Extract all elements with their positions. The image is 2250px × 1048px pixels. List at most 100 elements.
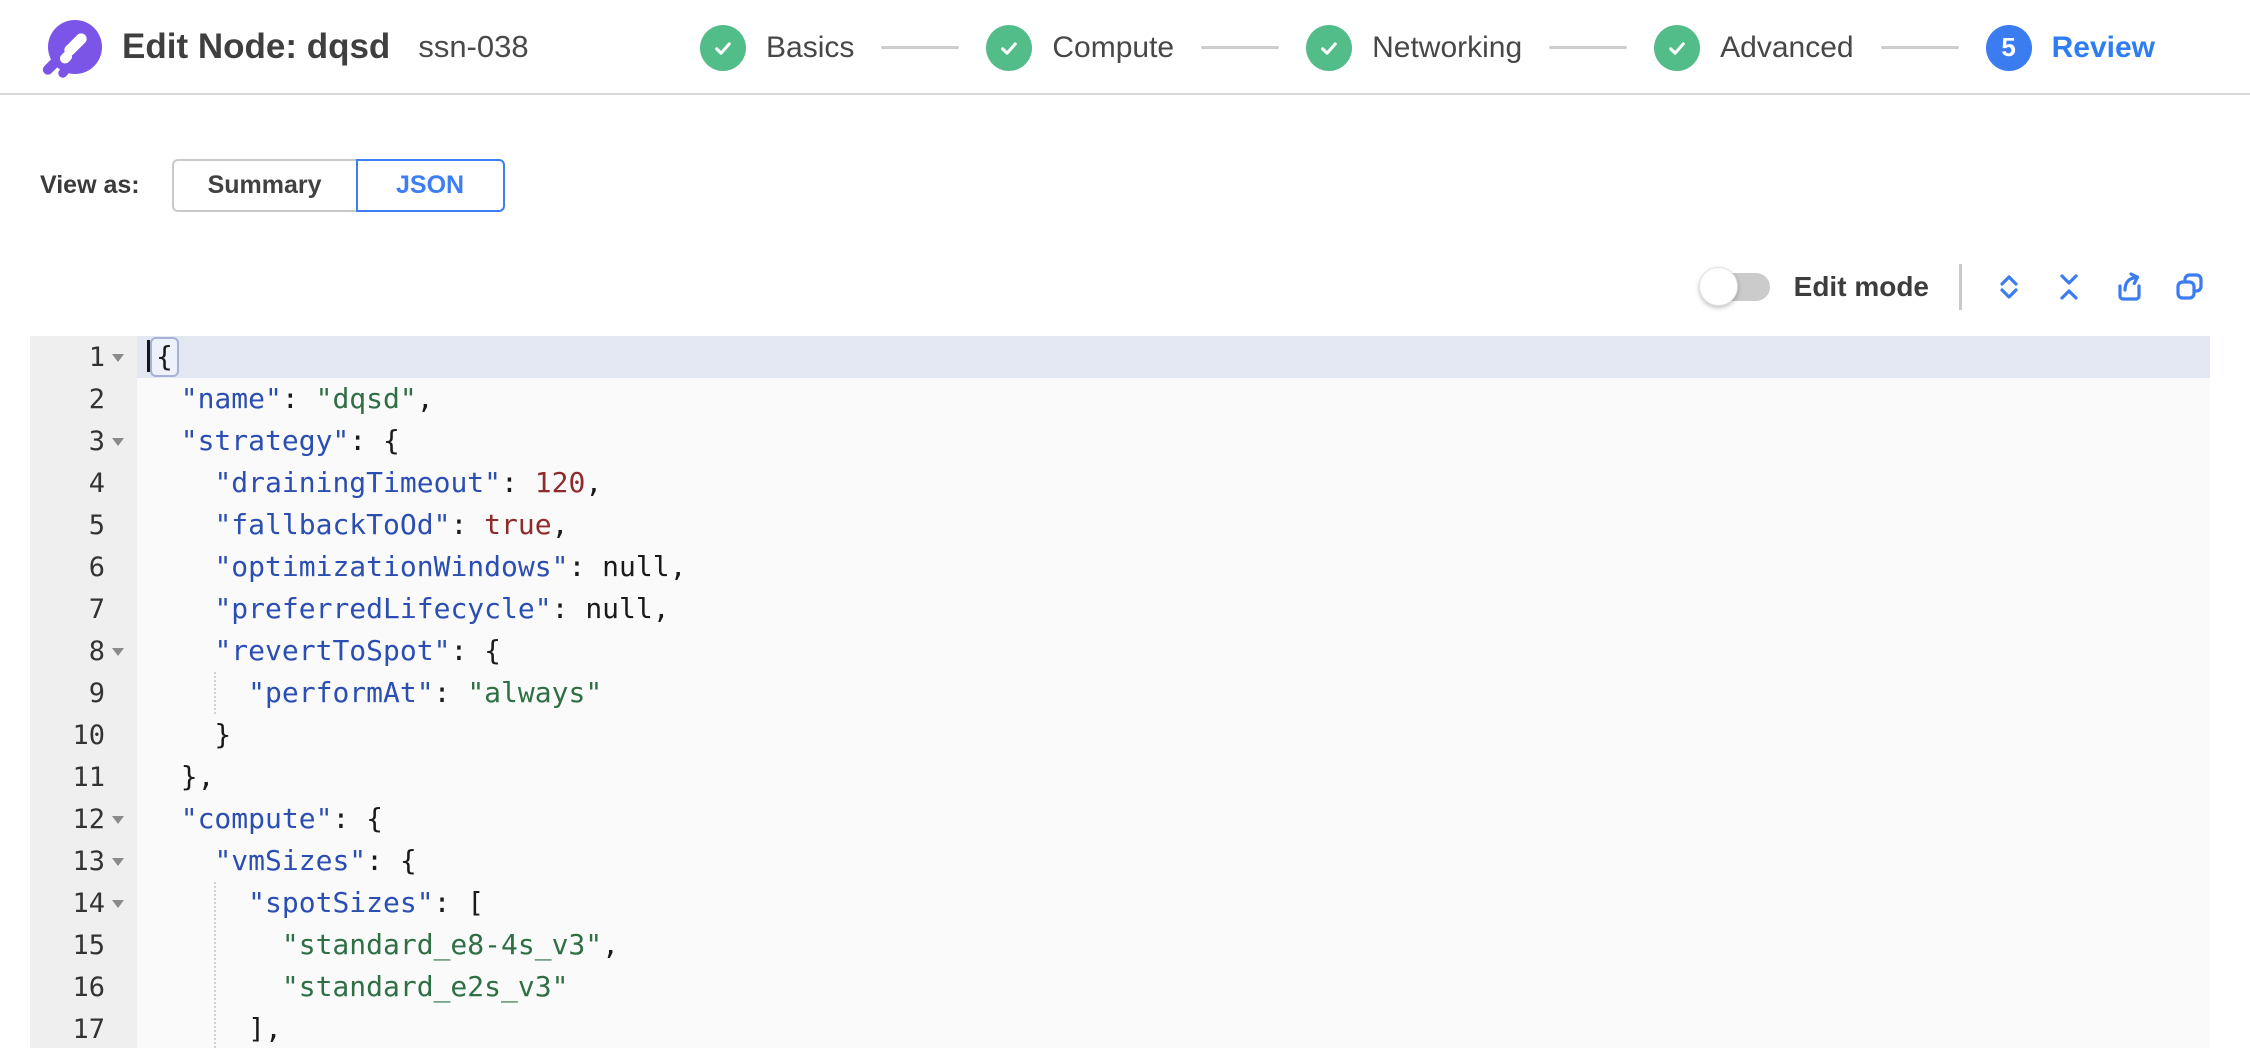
step-connector	[1880, 46, 1959, 49]
code-line[interactable]: {	[137, 336, 2210, 378]
code-line[interactable]: "standard_e8-4s_v3",	[281, 928, 620, 961]
fold-arrow-icon[interactable]	[112, 354, 124, 362]
code-line[interactable]: "standard_e2s_v3"	[281, 970, 569, 1003]
gutter-row: 5	[30, 504, 137, 546]
gutter-row: 1	[30, 336, 137, 378]
line-number: 5	[88, 509, 105, 541]
toolbar-divider	[1959, 264, 1962, 310]
step-review[interactable]: 5 Review	[1985, 24, 2155, 71]
view-option-summary[interactable]: Summary	[171, 159, 356, 212]
fold-arrow-icon[interactable]	[112, 900, 124, 908]
export-icon[interactable]	[2108, 266, 2150, 308]
line-number: 14	[72, 887, 105, 919]
code-line[interactable]: "revertToSpot": {	[214, 634, 502, 667]
line-number: 7	[88, 593, 105, 625]
gutter-row: 4	[30, 462, 137, 504]
line-number: 6	[88, 551, 105, 583]
fold-arrow-icon[interactable]	[112, 438, 124, 446]
edit-mode-toggle[interactable]	[1698, 267, 1770, 306]
step-compute[interactable]: Compute	[986, 24, 1175, 71]
check-icon	[1306, 24, 1353, 71]
step-connector	[881, 46, 960, 49]
step-connector	[1549, 46, 1628, 49]
step-label: Networking	[1372, 30, 1523, 64]
line-number: 12	[72, 803, 105, 835]
code-line[interactable]: }	[147, 718, 232, 751]
step-label: Compute	[1052, 30, 1175, 64]
line-number: 9	[88, 677, 105, 709]
line-number: 16	[72, 971, 105, 1003]
step-label: Review	[2051, 30, 2155, 64]
gutter-row: 10	[30, 714, 137, 756]
line-number: 4	[88, 467, 105, 499]
view-as-label: View as:	[40, 171, 140, 199]
line-number: 1	[88, 341, 105, 373]
check-icon	[1654, 24, 1701, 71]
step-connector	[1201, 46, 1280, 49]
code-line[interactable]: "strategy": {	[180, 424, 400, 457]
expand-all-icon[interactable]	[1988, 266, 2030, 308]
editor-code-area[interactable]: { "name": "dqsd", "strategy": { "drainin…	[137, 336, 2210, 1048]
indent-guide	[214, 882, 216, 1048]
gutter-row: 15	[30, 924, 137, 966]
code-line[interactable]: },	[147, 760, 215, 793]
gutter-row: 2	[30, 378, 137, 420]
code-line[interactable]: "preferredLifecycle": null,	[214, 592, 670, 625]
line-number: 2	[88, 383, 105, 415]
check-icon	[700, 24, 746, 71]
step-advanced[interactable]: Advanced	[1654, 24, 1854, 71]
code-line[interactable]: "spotSizes": [	[248, 886, 485, 919]
line-number: 10	[72, 719, 105, 751]
line-number: 13	[72, 845, 105, 877]
gutter-row: 11	[30, 756, 137, 798]
code-line[interactable]: "drainingTimeout": 120,	[214, 466, 603, 499]
gutter-row: 3	[30, 420, 137, 462]
toggle-knob	[1698, 267, 1738, 306]
gutter-row: 13	[30, 840, 137, 882]
code-line[interactable]: "vmSizes": {	[214, 844, 417, 877]
matched-bracket: {	[150, 337, 179, 377]
node-id: ssn-038	[418, 28, 529, 64]
collapse-all-icon[interactable]	[2048, 266, 2090, 308]
step-networking[interactable]: Networking	[1306, 24, 1523, 71]
toolbar-icons	[1988, 266, 2210, 308]
indent-guide	[214, 672, 216, 714]
line-number: 15	[72, 929, 105, 961]
code-line[interactable]: "optimizationWindows": null,	[214, 550, 687, 583]
code-line[interactable]: "performAt": "always"	[248, 676, 603, 709]
wizard-stepper: Basics Compute Networking Advanced 5 Review	[700, 0, 2155, 95]
line-number: 8	[88, 635, 105, 667]
step-number-badge: 5	[1985, 24, 2032, 71]
step-label: Advanced	[1720, 30, 1854, 64]
fold-arrow-icon[interactable]	[112, 816, 124, 824]
gutter-row: 16	[30, 966, 137, 1008]
view-option-json[interactable]: JSON	[355, 159, 505, 212]
gutter-row: 12	[30, 798, 137, 840]
gutter-row: 7	[30, 588, 137, 630]
check-icon	[986, 24, 1033, 71]
copy-icon[interactable]	[2168, 266, 2210, 308]
line-number: 17	[72, 1013, 105, 1045]
text-cursor	[147, 340, 150, 372]
gutter-row: 6	[30, 546, 137, 588]
gutter-row: 8	[30, 630, 137, 672]
code-line[interactable]: "fallbackToOd": true,	[214, 508, 569, 541]
edit-mode-label: Edit mode	[1793, 271, 1929, 302]
step-basics[interactable]: Basics	[700, 24, 855, 71]
page-title: Edit Node: dqsd	[122, 26, 391, 66]
code-line[interactable]: ],	[147, 1012, 282, 1045]
fold-arrow-icon[interactable]	[112, 648, 124, 656]
code-line[interactable]: "compute": {	[180, 802, 384, 835]
gutter-row: 9	[30, 672, 137, 714]
step-label: Basics	[766, 30, 855, 64]
editor-toolbar: Edit mode	[1698, 262, 2210, 312]
fold-arrow-icon[interactable]	[112, 858, 124, 866]
gutter-row: 14	[30, 882, 137, 924]
line-number: 3	[88, 425, 105, 457]
code-line[interactable]: "name": "dqsd",	[180, 382, 434, 415]
